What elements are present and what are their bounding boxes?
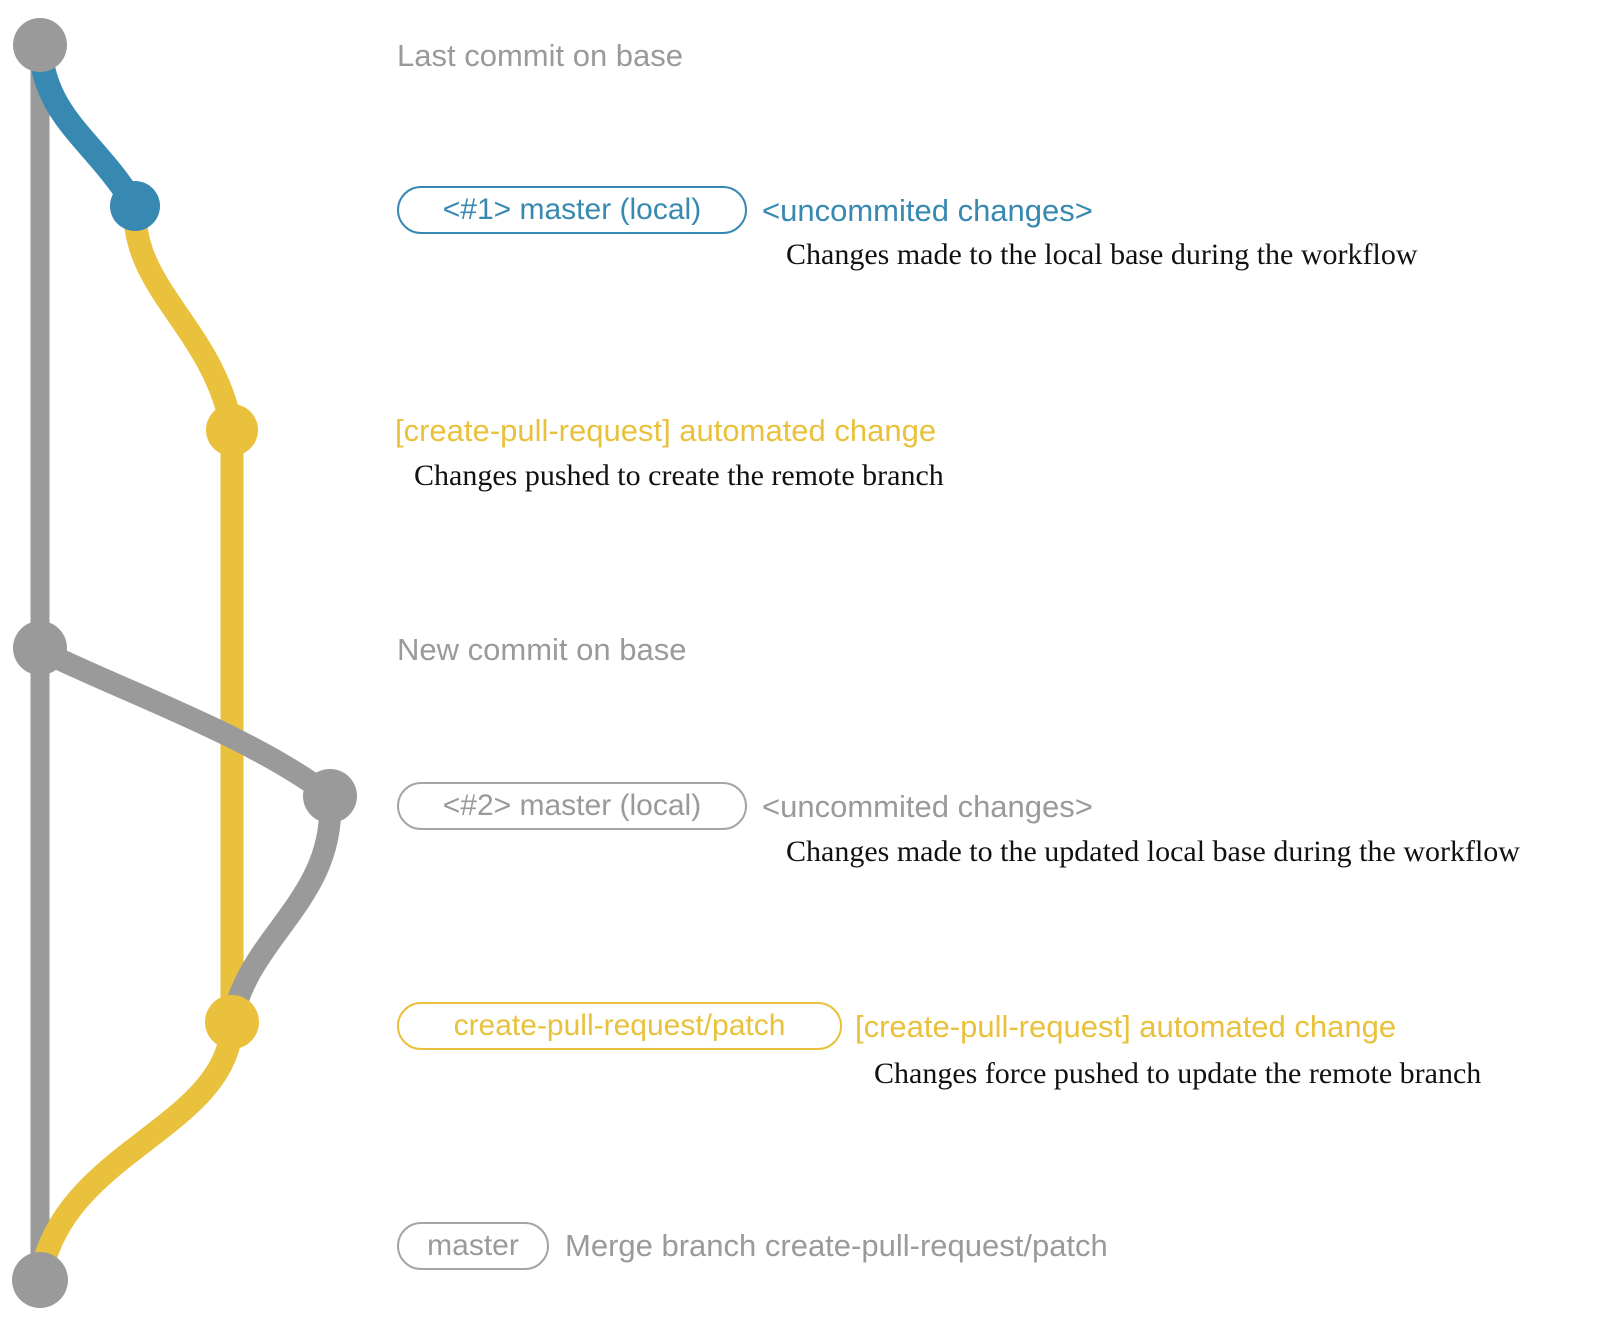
commit-graph [12,18,357,1308]
badge-master[interactable]: master [397,1222,549,1270]
commit-node-master-local-2 [303,769,357,823]
note-updated-local-base-changes: Changes made to the updated local base d… [786,835,1520,868]
edge-local2-to-patch2 [221,787,342,1033]
commit-node-merge-commit [12,1252,68,1308]
subject-uncommited-changes-2: <uncommited changes> [762,789,1093,824]
subject-automated-change-2: [create-pull-request] automated change [855,1009,1397,1044]
subject-uncommited-changes-1: <uncommited changes> [762,193,1093,228]
edge-base-to-local1 [28,36,147,218]
edge-base2-to-local2 [29,639,341,807]
edge-local1-to-patch1 [123,196,244,442]
badge-master-local-1[interactable]: <#1> master (local) [397,186,747,234]
commit-node-new-commit-on-base [13,621,67,675]
commit-node-last-commit-on-base [13,18,67,72]
badge-master-local-2[interactable]: <#2> master (local) [397,782,747,830]
headline-last-commit-on-base: Last commit on base [397,38,684,73]
commit-node-master-local-1 [110,181,160,231]
commit-node-automated-change-1 [206,404,258,456]
headline-new-commit-on-base: New commit on base [397,632,687,667]
edge-patch2-to-merge [28,1012,244,1292]
note-force-pushed-update-remote-branch: Changes force pushed to update the remot… [874,1057,1482,1090]
subject-merge-branch: Merge branch create-pull-request/patch [565,1228,1108,1263]
note-local-base-changes: Changes made to the local base during th… [786,238,1418,271]
commit-node-automated-change-2 [205,995,259,1049]
note-pushed-create-remote-branch: Changes pushed to create the remote bran… [414,459,944,492]
headline-automated-change-1: [create-pull-request] automated change [395,413,937,448]
badge-create-pull-request-patch[interactable]: create-pull-request/patch [397,1002,842,1050]
